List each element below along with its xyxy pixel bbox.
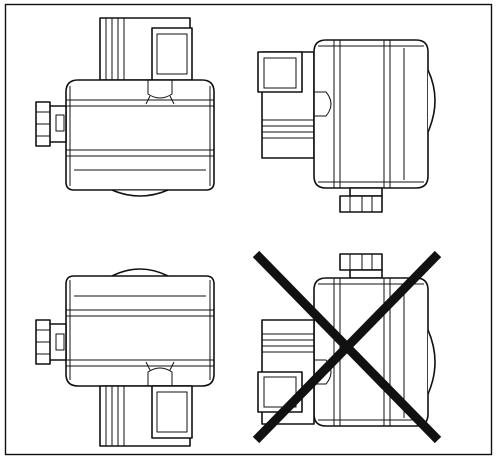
pipe-connector-bottom <box>339 187 383 213</box>
mounting-bracket <box>99 17 193 81</box>
actuator-housing <box>65 275 215 387</box>
actuator-view-top-left <box>35 17 215 197</box>
pipe-connector-left <box>35 101 67 147</box>
mounting-bracket <box>257 51 315 159</box>
indicator-dome <box>111 268 169 277</box>
actuator-housing <box>313 39 429 189</box>
actuator-view-top-right <box>257 39 436 213</box>
pipe-connector-left <box>35 319 67 365</box>
not-allowed-cross-icon <box>252 250 442 444</box>
indicator-dome <box>427 69 436 133</box>
mounting-bracket <box>99 385 193 447</box>
mounting-bracket <box>257 319 315 425</box>
actuator-view-bottom-right <box>252 250 442 444</box>
actuator-view-bottom-left <box>35 268 215 447</box>
pipe-connector-top <box>339 253 383 279</box>
actuator-housing <box>65 79 215 191</box>
indicator-dome <box>427 329 436 395</box>
indicator-dome <box>111 189 169 197</box>
actuator-housing <box>313 277 429 427</box>
